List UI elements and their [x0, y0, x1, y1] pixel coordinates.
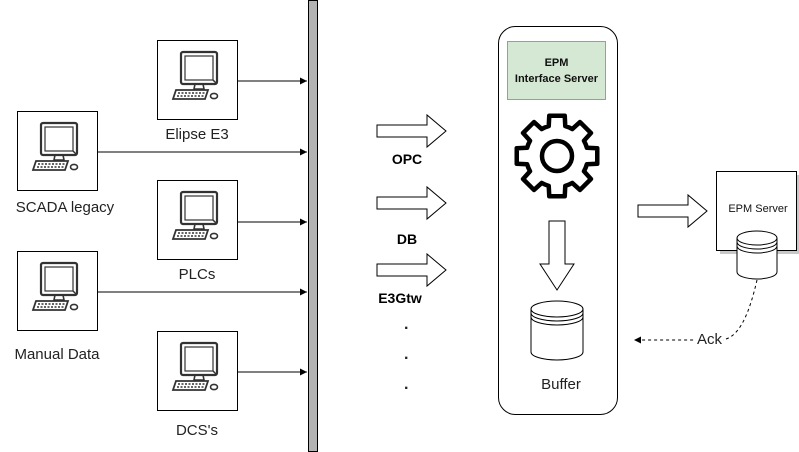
epm-server-label: EPM Server — [728, 203, 788, 215]
device-elipse-e3 — [157, 40, 238, 120]
ack-label: Ack — [696, 331, 724, 348]
device-label-elipse: Elipse E3 — [165, 126, 229, 143]
device-label-dcs: DCS's — [175, 422, 219, 439]
db-block-arrow — [376, 185, 447, 221]
interface-server-title-line1: EPM — [544, 56, 569, 69]
buffer-label: Buffer — [541, 376, 581, 393]
ellipsis-dot: . — [404, 346, 409, 363]
protocol-label-db: DB — [396, 231, 418, 247]
to-epm-server-block-arrow — [637, 193, 708, 229]
opc-block-arrow — [376, 113, 447, 149]
database-icon — [736, 230, 778, 280]
e3gtw-block-arrow — [376, 252, 447, 288]
protocol-label-e3gtw: E3Gtw — [378, 290, 422, 306]
gear-icon — [514, 113, 600, 199]
device-label-scada: SCADA legacy — [15, 199, 115, 216]
data-bus — [308, 0, 318, 452]
to-buffer-block-arrow — [539, 220, 575, 291]
ellipsis-dot: . — [404, 376, 409, 393]
ellipsis-dot: . — [404, 316, 409, 333]
device-dcs — [157, 331, 238, 411]
database-icon — [530, 300, 584, 361]
interface-server-title-line2: Interface Server — [514, 72, 599, 85]
device-label-manual: Manual Data — [14, 346, 100, 363]
interface-server-header: EPM Interface Server — [507, 41, 606, 100]
protocol-label-opc: OPC — [391, 151, 423, 167]
device-manual-data — [17, 251, 98, 331]
device-label-plcs: PLCs — [178, 266, 216, 283]
device-scada-legacy — [17, 111, 98, 191]
device-plcs — [157, 180, 238, 260]
